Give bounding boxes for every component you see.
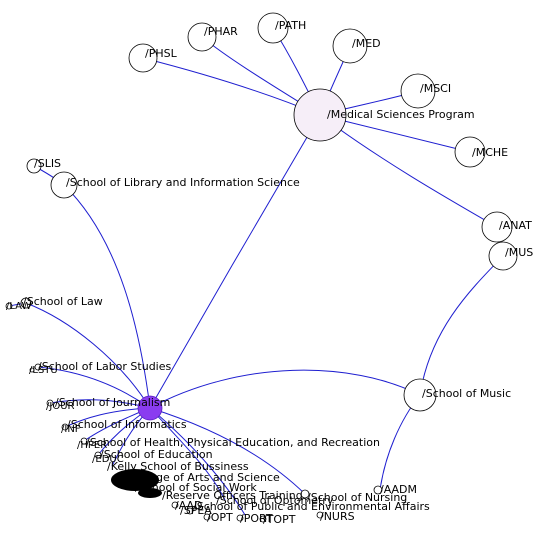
label-spea-short: /SPEA bbox=[180, 504, 212, 517]
node-lstu[interactable] bbox=[29, 367, 35, 373]
node-law[interactable] bbox=[20, 297, 32, 309]
edge-music-mus bbox=[419, 255, 504, 396]
label-anat: /ANAT bbox=[499, 219, 532, 232]
labels: /Medical Sciences Program /PHSL /PHAR /P… bbox=[6, 19, 533, 526]
label-library: /School of Library and Information Scien… bbox=[66, 176, 300, 189]
node-library[interactable] bbox=[50, 171, 78, 199]
node-aadm[interactable] bbox=[373, 485, 383, 495]
label-hper: /School of Health, Physical Education, a… bbox=[86, 436, 380, 449]
label-socialwork: /School of Social Work bbox=[135, 481, 257, 494]
label-education: /School of Education bbox=[100, 448, 213, 461]
node-aad[interactable] bbox=[171, 501, 179, 509]
label-law: /School of Law bbox=[23, 295, 103, 308]
node-law-short[interactable] bbox=[5, 302, 13, 310]
node-informatics[interactable] bbox=[61, 423, 69, 431]
node-mche[interactable] bbox=[454, 136, 486, 168]
edge-medsci-phsl bbox=[142, 57, 321, 116]
node-anat[interactable] bbox=[481, 211, 513, 243]
node-path[interactable] bbox=[257, 12, 289, 44]
edge-root-nursing bbox=[149, 407, 306, 495]
node-phar[interactable] bbox=[187, 22, 217, 52]
node-cluster-tail bbox=[138, 488, 162, 498]
node-cluster-dense bbox=[111, 469, 159, 491]
label-arts: /College of Arts and Science bbox=[125, 471, 280, 484]
label-informatics: /School of Informatics bbox=[67, 418, 187, 431]
edge-root-labor bbox=[37, 366, 151, 409]
node-spea-short[interactable] bbox=[186, 507, 194, 515]
label-nursing: /School of Nursing bbox=[307, 491, 407, 504]
node-topt[interactable] bbox=[259, 515, 267, 523]
label-aadm: /AADM bbox=[380, 483, 417, 496]
label-business: /Kelly School of Bussiness bbox=[107, 460, 249, 473]
label-topt: /TOPT bbox=[263, 513, 296, 526]
label-hper-short: /HPER bbox=[77, 440, 107, 451]
label-mche: /MCHE bbox=[472, 146, 508, 159]
node-med[interactable] bbox=[332, 28, 368, 64]
label-medsci: /Medical Sciences Program bbox=[327, 108, 475, 121]
label-mus: /MUS bbox=[505, 246, 533, 259]
edge-root-library bbox=[63, 184, 151, 409]
label-opt: /OPT bbox=[207, 511, 233, 524]
label-spea: /School of Public and Environmental Affa… bbox=[193, 500, 430, 513]
label-music: /School of Music bbox=[422, 387, 511, 400]
label-phsl: /PHSL bbox=[145, 47, 178, 60]
node-hper[interactable] bbox=[80, 437, 88, 445]
edge-root-port bbox=[149, 407, 246, 516]
label-labor: /School of Labor Studies bbox=[38, 360, 171, 373]
edge-root-music bbox=[149, 369, 421, 409]
node-medsci[interactable] bbox=[293, 88, 347, 142]
label-slis: /SLIS bbox=[34, 157, 61, 170]
label-path: /PATH bbox=[275, 19, 306, 32]
label-root: /School of Journalism bbox=[55, 396, 170, 409]
node-music[interactable] bbox=[403, 378, 437, 412]
node-msci[interactable] bbox=[400, 73, 436, 109]
label-optometry: /School of Optometry bbox=[216, 494, 334, 507]
node-nurs[interactable] bbox=[316, 511, 324, 519]
label-jour: /JOUR bbox=[46, 401, 75, 412]
node-education[interactable] bbox=[94, 451, 102, 459]
label-rotc: /Reserve Officers Training bbox=[162, 489, 303, 502]
node-root[interactable] bbox=[137, 395, 163, 421]
label-msci: /MSCI bbox=[420, 82, 451, 95]
node-port[interactable] bbox=[236, 514, 244, 522]
edge-medsci-anat bbox=[319, 114, 498, 228]
node-labor[interactable] bbox=[34, 363, 42, 371]
label-nurs: /NURS bbox=[320, 510, 355, 523]
label-port: /PORT bbox=[240, 512, 273, 525]
node-jour[interactable] bbox=[46, 399, 54, 407]
node-nursing[interactable] bbox=[300, 489, 310, 499]
label-educ: /EDUC bbox=[92, 454, 124, 465]
nodes bbox=[5, 12, 518, 523]
edge-root-medsci bbox=[149, 114, 321, 409]
label-med: /MED bbox=[352, 37, 381, 50]
label-inf: /INF bbox=[61, 424, 81, 435]
node-slis[interactable] bbox=[26, 158, 42, 174]
edge-root-jour bbox=[49, 399, 151, 409]
edge-root-spea bbox=[149, 407, 226, 501]
label-aad: /AAD bbox=[175, 499, 203, 512]
label-lstu: /LSTU bbox=[29, 365, 58, 376]
label-law-short: /LAW bbox=[6, 301, 31, 312]
node-phsl[interactable] bbox=[128, 43, 158, 73]
node-opt[interactable] bbox=[203, 513, 211, 521]
node-mus[interactable] bbox=[488, 241, 518, 271]
edge-root-law bbox=[25, 302, 151, 409]
label-phar: /PHAR bbox=[204, 25, 238, 38]
